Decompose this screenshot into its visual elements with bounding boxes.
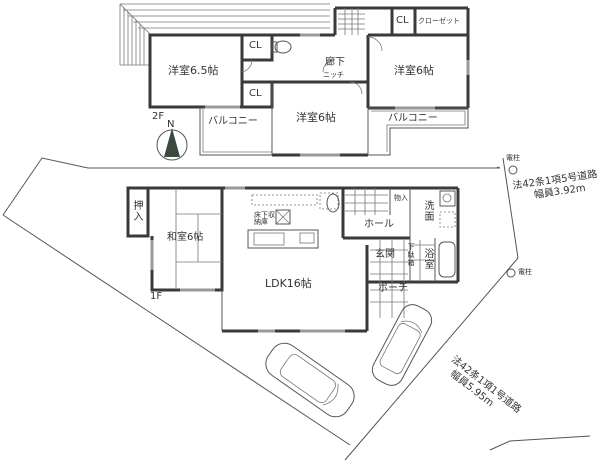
closet-label-1: CL <box>249 40 262 51</box>
niche-label: ニッチ <box>323 71 344 79</box>
room-label-ldk: LDK16帖 <box>265 277 312 290</box>
balcony-label-2: バルコニー <box>388 113 438 124</box>
roof-hatch <box>119 3 330 66</box>
kitchen-counter <box>247 192 339 249</box>
closet-label-2: CL <box>249 88 262 99</box>
closet-label-3: CL <box>396 15 409 26</box>
hall-label: ホール <box>364 219 394 230</box>
room-label-western-6-5: 洋室6.5帖 <box>168 64 219 77</box>
washroom-label: 洗面 <box>422 200 433 222</box>
floor1-label: 1F <box>150 291 163 302</box>
floor2-label: 2F <box>152 111 165 122</box>
floor2-walls <box>148 6 470 157</box>
room-label-japanese: 和室6帖 <box>167 232 204 243</box>
utility-pole-icon-1 <box>508 165 518 175</box>
oshiire-label: 押入 <box>131 200 142 222</box>
underfloor-storage-label: 床下収納庫 <box>254 211 275 226</box>
walk-closet-label: クローゼット <box>418 17 460 25</box>
floor2-stairs <box>338 8 365 35</box>
toilet-2f <box>274 40 292 54</box>
pole-label-2: 電柱 <box>518 268 532 276</box>
tatami-grid <box>175 188 222 290</box>
north-compass-icon <box>156 128 188 161</box>
room-label-western-6-b: 洋室6帖 <box>394 64 434 77</box>
car-right <box>371 304 433 386</box>
site-boundary <box>2 157 591 461</box>
pole-label-1: 電柱 <box>506 154 520 162</box>
balcony-label-1: バルコニー <box>208 116 258 127</box>
entrance-tiles <box>370 240 435 318</box>
car-left <box>265 342 355 418</box>
utility-pole-icon-2 <box>506 268 516 278</box>
entrance-label: 玄関 <box>375 249 395 260</box>
room-label-western-6-a: 洋室6帖 <box>296 111 336 124</box>
porch-label: ポーチ <box>378 283 408 294</box>
bathtub <box>438 241 456 278</box>
north-label: N <box>167 119 175 130</box>
shoe-box-label: 下駄箱 <box>407 243 415 267</box>
bathroom-label: 浴室 <box>422 248 433 270</box>
storage-label: 物入 <box>394 194 408 202</box>
hallway-label: 廊下 <box>325 57 345 68</box>
